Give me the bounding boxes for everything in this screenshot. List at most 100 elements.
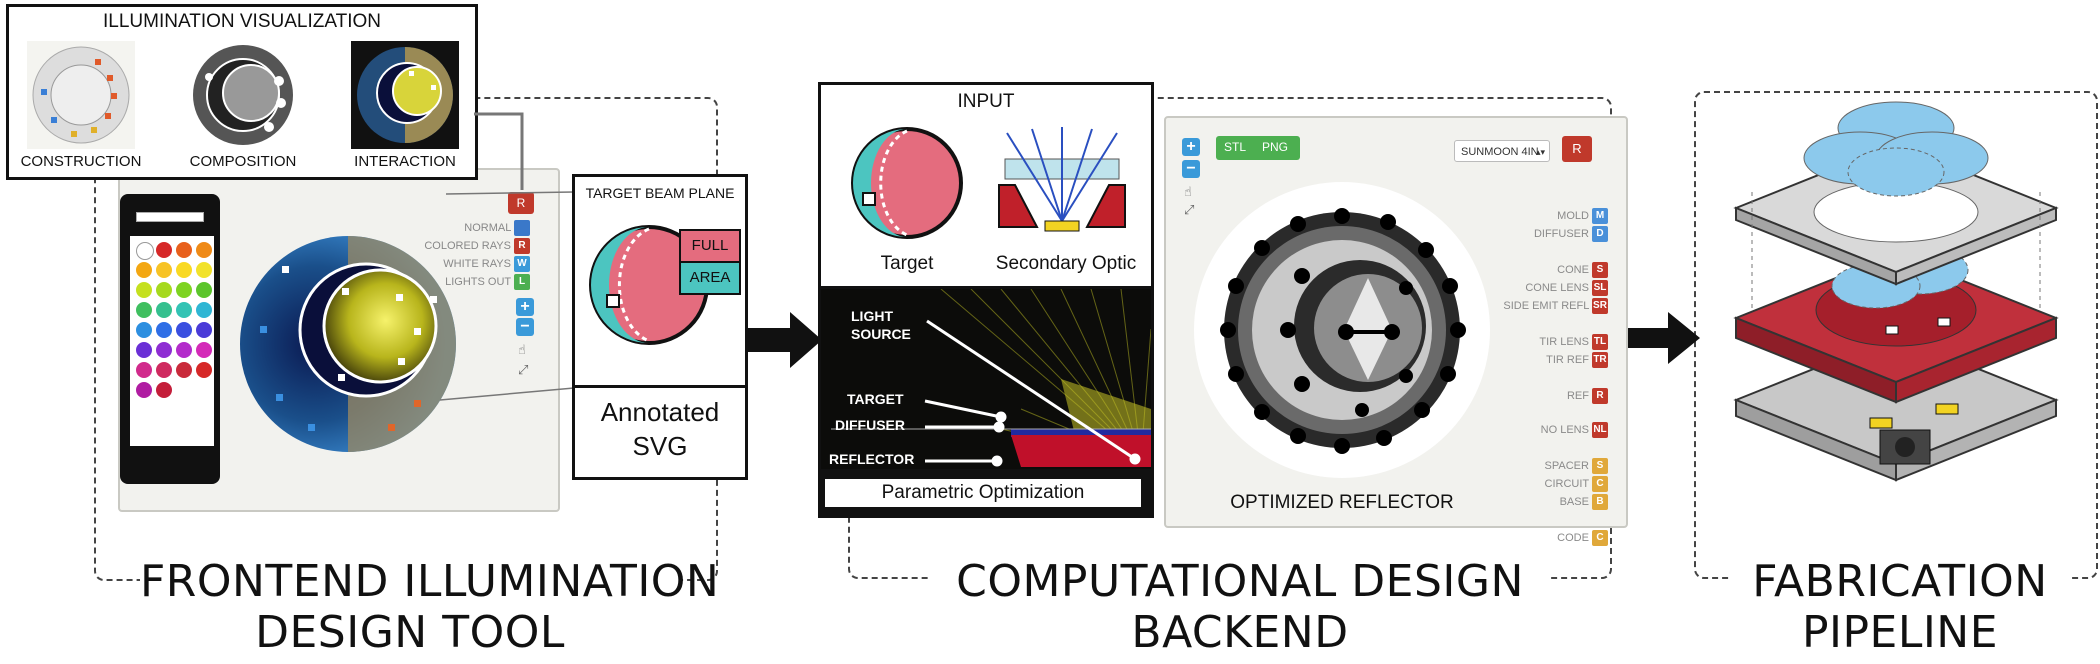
backend-title-line-2: BACKEND [1131,607,1349,658]
layer-toggle[interactable]: SPACER S [1545,458,1608,474]
optimized-reflector-render[interactable] [1192,180,1492,480]
palette-swatch[interactable] [196,302,212,318]
layer-toggle[interactable]: BASE B [1560,494,1608,510]
target-beam-title: TARGET BEAM PLANE [585,185,735,201]
layer-toggle[interactable]: CONE LENS SL [1525,280,1608,296]
backend-title-line-1: COMPUTATIONAL DESIGN [956,556,1524,607]
palette-swatch[interactable] [136,282,152,298]
layer-toggle-label: MOLD [1557,209,1592,222]
palette-swatch[interactable] [196,242,212,258]
layer-toggle[interactable]: TIR REF TR [1546,352,1608,368]
palette-swatch[interactable] [196,282,212,298]
full-button[interactable]: FULL [679,229,741,263]
optimization-render [821,289,1151,469]
layer-toggle-label: BASE [1559,495,1592,508]
render-toggle[interactable]: WHITE RAYS W [443,256,530,272]
palette-swatch[interactable] [156,302,172,318]
render-toggle-key: W [514,256,530,272]
palette-swatch[interactable] [176,262,192,278]
interaction-label: INTERACTION [354,153,456,170]
layer-toggle[interactable]: REF R [1567,388,1608,404]
backend-pan-hand-icon[interactable]: ☝ [1184,184,1192,199]
visualization-title: ILLUMINATION VISUALIZATION [102,11,381,32]
zoom-in-button[interactable]: + [516,298,534,316]
pan-hand-icon[interactable]: ☝ [518,342,526,357]
layer-toggle-key: C [1592,476,1608,492]
area-button[interactable]: AREA [679,261,741,295]
render-toggle[interactable]: COLORED RAYS R [424,238,530,254]
layer-toggle[interactable]: CIRCUIT C [1545,476,1608,492]
layer-toggle[interactable]: CONE S [1557,262,1608,278]
lamp-preview[interactable] [238,234,458,454]
layer-toggle[interactable]: NO LENS NL [1541,422,1608,438]
palette-swatch[interactable] [176,242,192,258]
palette-swatch[interactable] [176,282,192,298]
layer-toggle[interactable]: MOLD M [1557,208,1608,224]
frontend-title-line-1: FRONTEND ILLUMINATION [140,556,720,607]
palette-swatch[interactable] [156,362,172,378]
render-toggle[interactable]: NORMAL [464,220,530,236]
layer-toggle-key: TR [1592,352,1608,368]
palette-swatch[interactable] [136,342,152,358]
backend-r-button[interactable]: R [1562,136,1592,162]
palette-header-bar [136,212,204,222]
preset-select-value: SUNMOON 4IN [1461,146,1539,158]
layer-toggle-key: S [1592,458,1608,474]
layer-toggle[interactable]: CODE C [1557,530,1608,546]
layer-toggle-key: NL [1592,422,1608,438]
reflector-opt-label: REFLECTOR [829,451,915,467]
layer-toggle-label: CODE [1557,531,1592,544]
annotated-svg-line-2: SVG [632,431,688,461]
stl-button[interactable]: STL [1224,140,1247,154]
palette-swatch[interactable] [196,342,212,358]
composition-thumbnail[interactable] [189,41,297,149]
light-source-label: LIGHT SOURCE [851,307,911,343]
palette-swatch[interactable] [156,382,172,398]
palette-swatch[interactable] [136,322,152,338]
palette-swatch[interactable] [176,322,192,338]
target-diagram [851,127,963,239]
backend-fit-screen-icon[interactable]: ⤢ [1184,202,1195,217]
fit-screen-icon[interactable]: ⤢ [518,362,529,377]
layer-toggle-key: TL [1592,334,1608,350]
render-toggle[interactable]: LIGHTS OUT L [445,274,530,290]
palette-swatch[interactable] [156,322,172,338]
palette-swatch[interactable] [196,262,212,278]
layer-toggle[interactable]: SIDE EMIT REFL SR [1503,298,1608,314]
palette-swatch[interactable] [136,382,152,398]
fabrication-title: FABRICATION PIPELINE [1730,556,2070,658]
palette-swatch[interactable] [176,302,192,318]
construction-thumbnail[interactable] [27,41,135,149]
target-beam-diagram [589,225,709,345]
palette-swatch[interactable] [136,302,152,318]
layer-toggle-label: TIR LENS [1539,335,1592,348]
png-button[interactable]: PNG [1262,140,1289,154]
layer-toggle[interactable]: DIFFUSER D [1534,226,1608,242]
parametric-optimization-box: LIGHT SOURCE TARGET DIFFUSER REFLECTOR P… [818,286,1154,518]
render-toggle-label: LIGHTS OUT [445,275,514,288]
zoom-out-button[interactable]: − [516,318,534,336]
palette-swatch[interactable] [176,362,192,378]
fabrication-exploded-view [1733,101,2059,482]
palette-swatch[interactable] [196,362,212,378]
preset-select[interactable]: SUNMOON 4IN ▴▾ [1454,140,1550,162]
palette-swatch[interactable] [136,362,152,378]
palette-swatch[interactable] [156,242,172,258]
palette-swatch[interactable] [136,262,152,278]
palette-swatch[interactable] [156,282,172,298]
light-source-line-2: SOURCE [851,326,911,342]
backend-zoom-out-button[interactable]: − [1182,160,1200,178]
backend-zoom-in-button[interactable]: + [1182,138,1200,156]
palette-swatch[interactable] [156,262,172,278]
palette-swatch[interactable] [196,322,212,338]
palette-swatch[interactable] [136,242,154,260]
backend-title: COMPUTATIONAL DESIGN BACKEND [930,556,1550,658]
layer-toggle-label: DIFFUSER [1533,227,1592,240]
layer-toggle[interactable]: TIR LENS TL [1539,334,1608,350]
interaction-thumbnail[interactable] [351,41,459,149]
select-chevron-icon: ▴▾ [1535,147,1545,157]
r-button[interactable]: R [508,192,534,214]
layer-toggle-label: NO LENS [1540,423,1592,436]
palette-swatch[interactable] [156,342,172,358]
palette-swatch[interactable] [176,342,192,358]
